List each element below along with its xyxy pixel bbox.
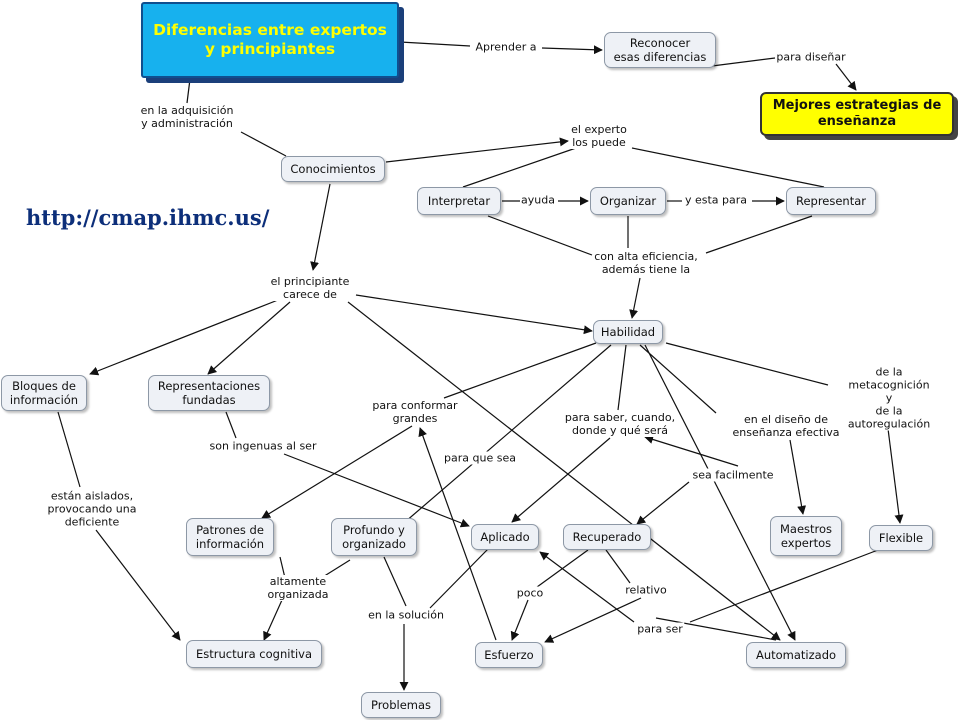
recuperado-node[interactable]: Recuperado — [563, 524, 651, 550]
connector-conocimientos-carece — [310, 183, 331, 271]
habilidad-node[interactable]: Habilidad — [593, 320, 663, 344]
connector-profundo-solucion — [383, 556, 407, 607]
connector-title-adquisicion — [186, 78, 191, 104]
connector-representaciones-ingenuas — [225, 411, 237, 439]
connector-bloques-aislados — [57, 411, 81, 488]
title-node[interactable]: Diferencias entre expertos y principiant… — [141, 2, 399, 78]
connector-aislados-estructura — [95, 529, 181, 641]
connector-carece-bloques — [89, 299, 279, 376]
connector-habilidad-profundo — [397, 344, 612, 529]
label-adquisicion: en la adquisición y administración — [139, 104, 235, 130]
bloques-node[interactable]: Bloques de información — [1, 375, 87, 411]
conocimientos-node[interactable]: Conocimientos — [281, 156, 385, 182]
label-ayuda: ayuda — [520, 193, 556, 207]
representar-node[interactable]: Representar — [786, 187, 876, 215]
label-aprender: Aprender a — [474, 40, 538, 54]
connector-title-aprender — [399, 41, 471, 47]
connector-facilmente-recuperado — [636, 481, 690, 525]
connector-experto-interpretar — [462, 147, 577, 188]
connector-diseno-maestros — [789, 439, 807, 515]
label-ingenuas: son ingenuas al ser — [208, 439, 318, 453]
connector-experto-representar — [631, 147, 825, 188]
connector-saber-aplicado — [511, 437, 611, 523]
connector-relativo-esfuerzo — [544, 597, 642, 643]
connector-automatizado-parasr — [655, 617, 777, 641]
label-relativo: relativo — [624, 583, 668, 597]
reconocer-node[interactable]: Reconocer esas diferencias — [604, 32, 716, 68]
connector-habilidad-conformar — [443, 342, 597, 399]
connector-ingenuas-aplicado — [283, 453, 470, 528]
connector-conformar-patrones — [261, 425, 413, 519]
source-url[interactable]: http://cmap.ihmc.us/ — [26, 205, 270, 230]
connector-carece-automatizado — [347, 301, 781, 641]
mejores-estrategias-node[interactable]: Mejores estrategias de enseñanza — [760, 92, 954, 136]
label-saber: para saber, cuando, donde y qué será — [563, 411, 677, 437]
label-alta-eficiencia: con alta eficiencia, además tiene la — [593, 250, 699, 276]
label-para-ser: para ser — [636, 622, 684, 636]
connector-interpretar-eficiencia — [487, 215, 593, 256]
representaciones-node[interactable]: Representaciones fundadas — [148, 375, 270, 411]
label-carece: el principiante carece de — [269, 275, 351, 301]
connector-recuperado-relativo — [605, 549, 631, 584]
connector-representar-eficiencia — [705, 215, 813, 254]
patrones-node[interactable]: Patrones de información — [186, 518, 274, 556]
connector-poco-esfuerzo — [510, 599, 529, 641]
estructura-node[interactable]: Estructura cognitiva — [186, 640, 322, 668]
connector-metacognicion-flexible — [885, 412, 904, 524]
connector-carece-habilidad — [355, 294, 593, 335]
connector-facilmente-saber — [644, 435, 739, 467]
connector-carece-representaciones — [207, 301, 291, 375]
label-metacognicion: de la metacognición y de la autoregulaci… — [846, 365, 932, 431]
connector-conocimientos-experto — [385, 137, 569, 163]
problemas-node[interactable]: Problemas — [361, 692, 441, 718]
label-aislados: están aislados, provocando una deficient… — [46, 489, 138, 529]
label-facilmente: sea facilmente — [691, 468, 775, 482]
connector-eficiencia-habilidad — [629, 277, 641, 319]
label-poco: poco — [515, 586, 545, 600]
connector-adquisicion-conocimientos — [240, 131, 287, 157]
label-altamente: altamente organizada — [266, 575, 330, 601]
connector-disenar-mejores — [835, 63, 857, 91]
label-solucion: en la solución — [367, 608, 445, 622]
label-diseno: en el diseño de enseñanza efectiva — [731, 413, 841, 439]
label-experto-puede: el experto los puede — [570, 123, 628, 149]
connector-esfuerzo-conformar — [418, 427, 497, 641]
label-para-que-sea: para que sea — [443, 451, 517, 465]
connector-patrones-altamente — [279, 556, 286, 579]
connector-habilidad-metacognicion — [665, 342, 829, 386]
label-para-disenar: para diseñar — [775, 50, 847, 64]
maestros-node[interactable]: Maestros expertos — [770, 516, 842, 556]
flexible-node[interactable]: Flexible — [869, 525, 933, 551]
organizar-node[interactable]: Organizar — [590, 187, 666, 215]
label-conformar: para conformar grandes — [371, 399, 459, 425]
connector-altamente-estructura — [263, 599, 283, 641]
connector-parasr-aplicado — [539, 551, 635, 623]
connector-reconocer-disenar — [711, 57, 776, 67]
connector-habilidad-diseno — [639, 344, 717, 414]
connector-aplicado-solucion — [429, 548, 489, 609]
interpretar-node[interactable]: Interpretar — [417, 187, 501, 215]
automatizado-node[interactable]: Automatizado — [746, 642, 846, 668]
connector-habilidad-saber — [617, 344, 627, 411]
connector-flexible-parasr — [689, 549, 879, 623]
label-esta-para: y esta para — [683, 193, 749, 207]
aplicado-node[interactable]: Aplicado — [471, 524, 539, 550]
esfuerzo-node[interactable]: Esfuerzo — [475, 642, 543, 668]
profundo-node[interactable]: Profundo y organizado — [331, 518, 417, 556]
connector-aprender-reconocer — [541, 45, 603, 55]
